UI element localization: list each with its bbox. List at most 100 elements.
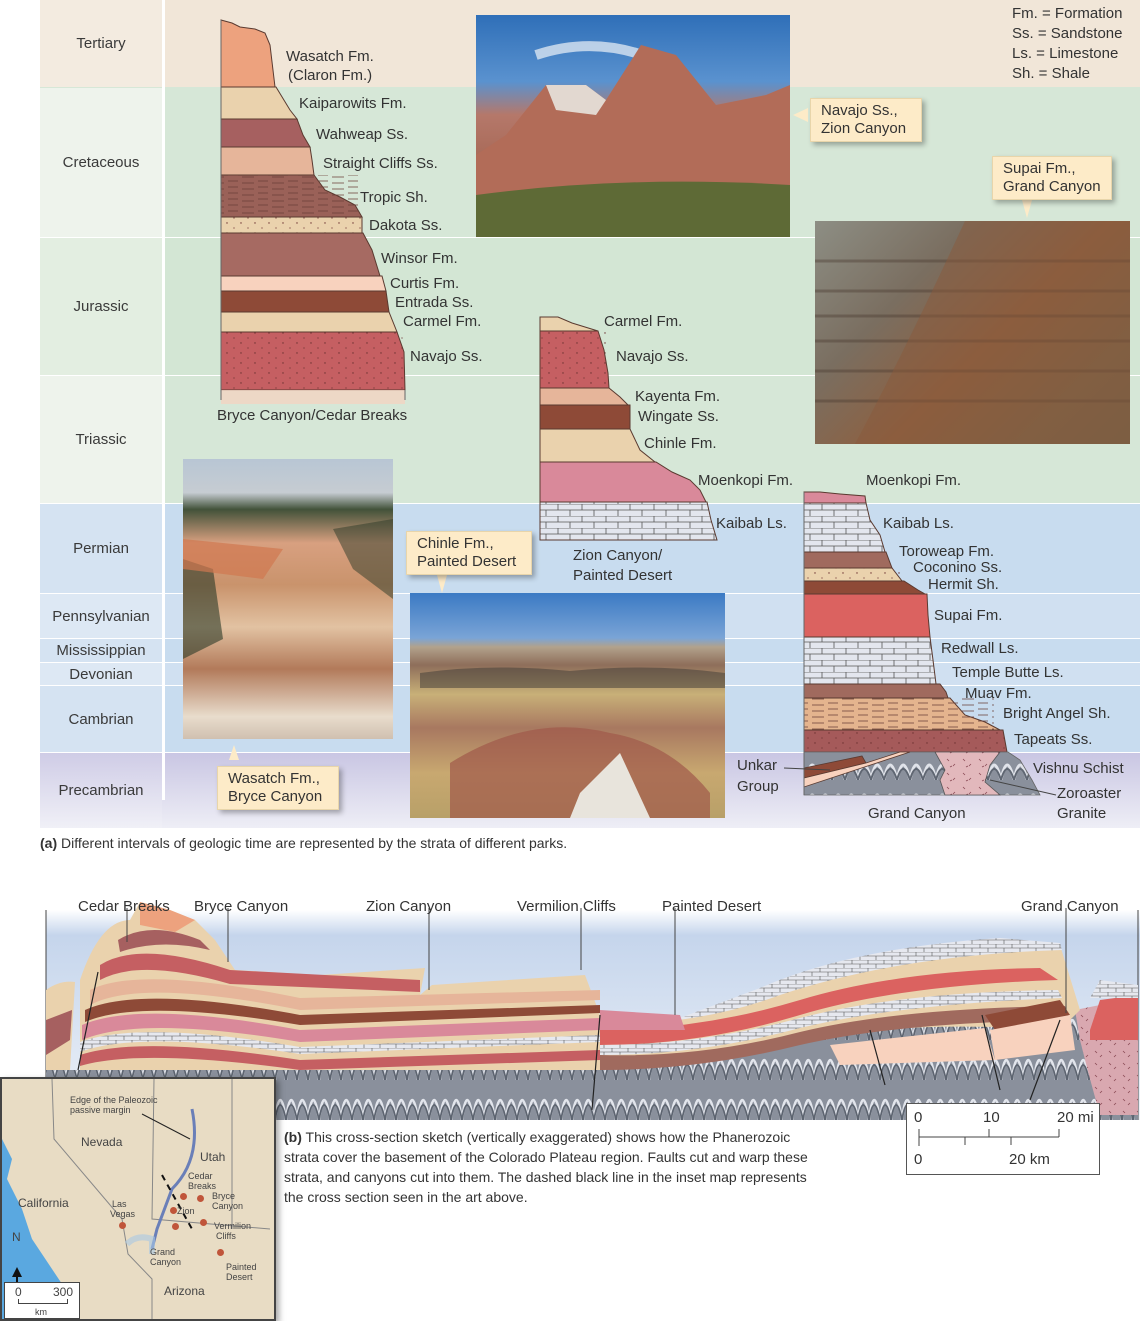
abbrev-formation: Fm. = Formation — [1012, 5, 1123, 22]
layer-label: Kaibab Ls. — [883, 515, 954, 532]
photo-bryce-canyon-wasatch — [183, 459, 393, 739]
grand-canyon-strata — [815, 221, 1130, 444]
abbrev-shale: Sh. = Shale — [1012, 65, 1090, 82]
callout-line: Zion Canyon — [821, 120, 907, 137]
map-label-bryce: Canyon — [212, 1201, 244, 1211]
abbrev-limestone: Ls. = Limestone — [1012, 45, 1119, 62]
layer-label: Bright Angel Sh. — [1003, 705, 1111, 722]
callout-line: Painted Desert — [417, 553, 517, 570]
bryce-column — [220, 19, 406, 404]
callout-line: Grand Canyon — [1003, 178, 1101, 195]
period-label-pennsylvanian: Pennsylvanian — [40, 594, 162, 638]
callout-line: Bryce Canyon — [228, 788, 323, 805]
unkar-group-label: Group — [737, 778, 779, 795]
photo-zion-canyon — [476, 15, 790, 237]
zion-mountain-shape — [476, 41, 790, 237]
strat-columns-svg — [220, 19, 1057, 796]
period-label-devonian: Devonian — [40, 663, 162, 685]
column-title: Painted Desert — [573, 567, 673, 584]
layer-label: Curtis Fm. — [390, 275, 460, 292]
layer-label: Redwall Ls. — [941, 640, 1019, 657]
layer-label: Temple Butte Ls. — [952, 664, 1064, 681]
caption-b-tag: (b) — [284, 1129, 302, 1145]
layer-label: Hermit Sh. — [928, 576, 999, 593]
map-dot-vermilion — [200, 1219, 207, 1226]
bryce-hoodoos — [183, 519, 393, 659]
scale-ticks — [918, 1129, 1060, 1146]
map-label-margin: passive margin — [70, 1105, 131, 1115]
layer-label: Moenkopi Fm. — [698, 472, 794, 489]
map-dot-painted-desert — [217, 1249, 224, 1256]
map-label-las-vegas: Vegas — [110, 1209, 136, 1219]
caption-b-line: the cross section seen in the art above. — [284, 1189, 528, 1205]
unkar-group-label: Unkar — [737, 757, 778, 774]
map-label-nevada: Nevada — [81, 1135, 123, 1149]
xs-label-zion-canyon: Zion Canyon — [366, 898, 452, 915]
callout-wasatch-bryce: Wasatch Fm., Bryce Canyon — [217, 766, 339, 810]
period-label-jurassic: Jurassic — [40, 238, 162, 375]
map-scale-unit: km — [35, 1307, 47, 1317]
map-dot-zion — [170, 1207, 177, 1214]
layer-label: Navajo Ss. — [616, 348, 689, 365]
layer-label: Toroweap Fm. — [899, 543, 995, 560]
map-dot-las-vegas — [119, 1222, 126, 1229]
callout-line: Chinle Fm., — [417, 535, 494, 552]
period-label-mississippian: Mississippian — [40, 639, 162, 662]
layer-label: Wahweap Ss. — [316, 126, 408, 143]
callout-line: Wasatch Fm., — [228, 770, 320, 787]
callout-navajo-zion: Navajo Ss., Zion Canyon — [810, 98, 922, 142]
callout-line: Navajo Ss., — [821, 102, 898, 119]
period-label-triassic: Triassic — [40, 376, 162, 503]
layer-label: Kayenta Fm. — [635, 388, 721, 405]
layer-label: Vishnu Schist — [1033, 760, 1124, 777]
photo-painted-desert-chinle — [410, 593, 725, 818]
caption-a: (a) Different intervals of geologic time… — [40, 833, 567, 853]
caption-b-text: This cross-section sketch (vertically ex… — [301, 1129, 791, 1145]
cross-section-svg — [45, 902, 1140, 1120]
xs-label-grand-canyon: Grand Canyon — [1021, 898, 1119, 915]
xs-label-vermilion-cliffs: Vermilion Cliffs — [517, 898, 616, 915]
xs-label-painted-desert: Painted Desert — [662, 898, 762, 915]
layer-label: Tropic Sh. — [360, 189, 428, 206]
layer-label: Entrada Ss. — [395, 294, 474, 311]
map-label-las-vegas: Las — [112, 1199, 127, 1209]
map-dot-bryce — [197, 1195, 204, 1202]
column-title: Grand Canyon — [868, 805, 966, 822]
scale-km-0: 0 — [914, 1151, 923, 1168]
caption-a-text: Different intervals of geologic time are… — [57, 835, 568, 851]
period-column-divider — [162, 0, 165, 800]
layer-label: Carmel Fm. — [604, 313, 683, 330]
zion-callout-pointer — [793, 108, 808, 122]
caption-b-line: (b) This cross-section sketch (verticall… — [284, 1127, 808, 1147]
layer-label: Zoroaster — [1057, 785, 1122, 802]
supai-callout-pointer — [1022, 200, 1032, 218]
layer-label: Wingate Ss. — [638, 408, 719, 425]
map-dot-cedar-breaks — [180, 1193, 187, 1200]
map-scale-box: 0 300 km — [4, 1282, 80, 1319]
layer-label: Muav Fm. — [965, 685, 1032, 702]
map-label-margin: Edge of the Paleozoic — [70, 1095, 158, 1105]
layer-label: Kaibab Ls. — [716, 515, 787, 532]
layer-label: Straight Cliffs Ss. — [323, 155, 438, 172]
map-label-grand-canyon: Grand — [150, 1247, 176, 1257]
period-label-tertiary: Tertiary — [40, 0, 162, 87]
layer-label: Winsor Fm. — [381, 250, 458, 267]
layer-label: (Claron Fm.) — [288, 67, 373, 84]
zion-column — [539, 316, 718, 541]
chinle-callout-pointer — [437, 575, 447, 593]
wasatch-callout-pointer — [229, 745, 239, 760]
xs-label-bryce-canyon: Bryce Canyon — [194, 898, 289, 915]
layer-label: Kaiparowits Fm. — [299, 95, 407, 112]
map-label-zion: Zion — [177, 1206, 195, 1216]
inset-map: Edge of the Paleozoic passive margin Nev… — [0, 1077, 276, 1321]
map-shapes — [2, 1079, 271, 1319]
layer-label: Tapeats Ss. — [1014, 731, 1093, 748]
column-title: Zion Canyon/ — [573, 547, 663, 564]
map-label-painted-desert: Desert — [226, 1272, 253, 1282]
column-title: Bryce Canyon/Cedar Breaks — [217, 407, 408, 424]
painted-desert-hills — [420, 667, 725, 818]
map-dot-grand-canyon — [172, 1223, 179, 1230]
layer-label: Granite — [1057, 805, 1107, 822]
period-label-permian: Permian — [40, 504, 162, 593]
map-scale-0: 0 — [15, 1285, 22, 1299]
